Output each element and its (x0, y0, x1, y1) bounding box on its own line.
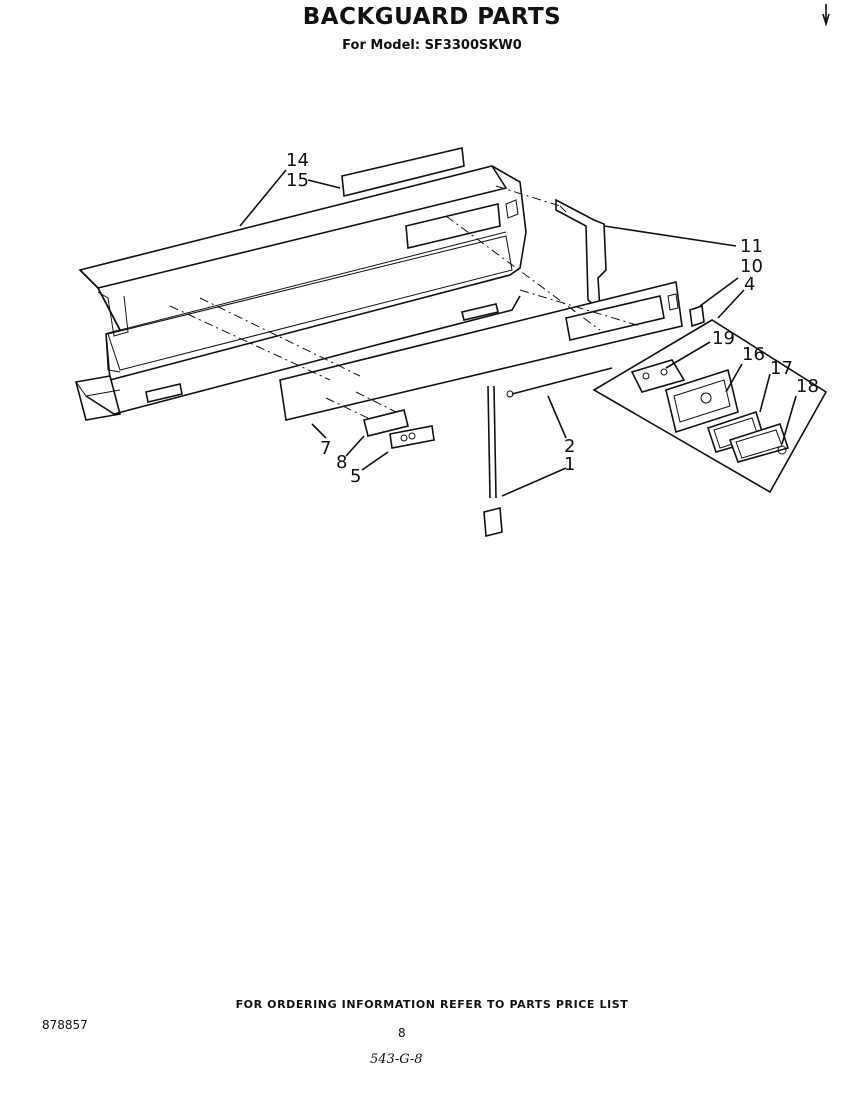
callout-5: 5 (350, 466, 361, 487)
sensor-rod (506, 367, 613, 398)
callout-4: 4 (744, 274, 755, 295)
callout-1: 1 (564, 454, 575, 475)
clock-frame-16 (665, 368, 739, 434)
page-number: 8 (398, 1026, 406, 1040)
callout-14: 14 (286, 150, 309, 171)
backguard-housing (75, 165, 527, 421)
clock-assembly-outline (592, 319, 828, 494)
catalog-number: 878857 (42, 1018, 88, 1032)
callout-19: 19 (712, 328, 735, 349)
ordering-note: FOR ORDERING INFORMATION REFER TO PARTS … (235, 998, 629, 1011)
board-5 (389, 425, 435, 449)
callout-18: 18 (796, 376, 819, 397)
callout-11: 11 (740, 236, 763, 257)
callout-17: 17 (770, 358, 793, 379)
callout-15: 15 (286, 170, 309, 191)
control-panel (279, 281, 683, 421)
handwritten-code: 543-G-8 (370, 1052, 423, 1067)
callout-2: 2 (564, 436, 575, 457)
model-subtitle: For Model: SF3300SKW0 (342, 38, 522, 53)
clock-19 (630, 359, 686, 393)
callout-7: 7 (320, 438, 331, 459)
clip-10 (689, 304, 705, 328)
page-title: BACKGUARD PARTS (302, 4, 562, 30)
callout-16: 16 (742, 344, 765, 365)
end-cap (555, 198, 607, 312)
callout-10: 10 (740, 256, 763, 277)
wire-harness (483, 385, 503, 538)
callout-8: 8 (336, 452, 347, 473)
display-lens-8 (363, 409, 409, 437)
corner-mark (822, 4, 830, 27)
backguard-rear-panel (341, 147, 465, 198)
bezel-18 (728, 422, 790, 463)
